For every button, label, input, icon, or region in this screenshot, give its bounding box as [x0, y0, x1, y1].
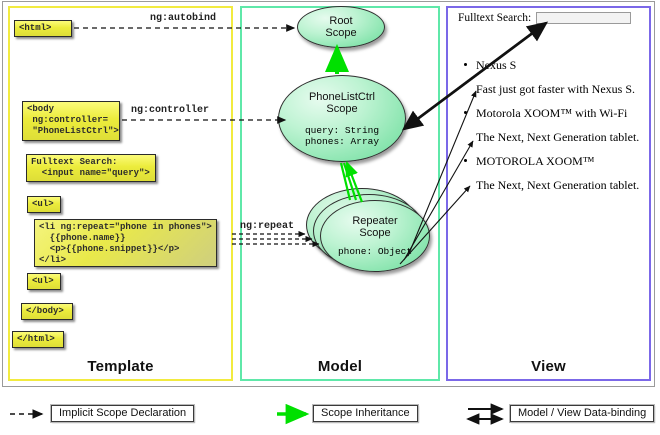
scope-repeater-title-1: Repeater: [352, 215, 398, 227]
panel-view-caption: View: [531, 358, 566, 375]
legend-label-scope-inheritance: Scope Inheritance: [312, 404, 419, 423]
code-box-html-close: </html>: [12, 331, 64, 348]
view-item-name: MOTOROLA XOOM™: [476, 154, 595, 168]
scope-repeater-title-2: Scope: [359, 227, 391, 239]
panel-template-caption: Template: [87, 358, 154, 375]
code-box-fulltext-search: Fulltext Search: <input name="query">: [26, 154, 156, 182]
scope-phonelistctrl-prop-phones: phones: Array: [304, 135, 380, 147]
scope-root-title-2: Scope: [325, 27, 357, 39]
bullet-icon: [464, 63, 467, 66]
code-box-ul-open: <ul>: [27, 196, 61, 213]
view-item-snippet: The Next, Next Generation tablet.: [476, 178, 640, 192]
code-box-body-close: </body>: [21, 303, 73, 320]
scope-root: Root Scope: [297, 6, 385, 48]
legend-label-model-view-data-binding: Model / View Data-binding: [508, 404, 656, 423]
view-search-input[interactable]: [536, 12, 632, 24]
list-item: Motorola XOOM™ with Wi-Fi: [452, 106, 648, 121]
scope-phonelistctrl-prop-query: query: String: [304, 124, 380, 136]
scope-repeater: Repeater Scope phone: Object: [320, 200, 430, 272]
panel-view: View: [446, 6, 651, 381]
edge-label-ng-controller: ng:controller: [131, 105, 210, 116]
legend-item-model-view-data-binding: Model / View Data-binding: [508, 404, 656, 423]
scope-phonelistctrl-title-2: Scope: [326, 102, 358, 115]
bullet-icon: [464, 159, 467, 162]
legend-item-scope-inheritance: Scope Inheritance: [312, 404, 419, 423]
edge-label-ng-autobind: ng:autobind: [150, 13, 217, 24]
view-search-row: Fulltext Search:: [452, 12, 648, 24]
code-box-html-open: <html>: [14, 20, 72, 37]
view-item-snippet: The Next, Next Generation tablet.: [476, 130, 640, 144]
bullet-icon: [464, 111, 467, 114]
edge-label-ng-repeat: ng:repeat: [240, 221, 295, 232]
view-rendered-output: Fulltext Search: Nexus S Fast just got f…: [452, 12, 648, 193]
code-box-li-repeat: <li ng:repeat="phone in phones"> {{phone…: [34, 219, 217, 267]
scope-repeater-prop-phone: phone: Object: [337, 246, 413, 257]
scope-root-title-1: Root: [329, 15, 353, 27]
legend-label-implicit-scope-declaration: Implicit Scope Declaration: [49, 404, 196, 423]
list-item: MOTOROLA XOOM™: [452, 154, 648, 169]
view-phone-list: Nexus S Fast just got faster with Nexus …: [452, 58, 648, 193]
view-item-name: Nexus S: [476, 58, 517, 72]
list-item: Nexus S: [452, 58, 648, 73]
code-box-body-controller: <body ng:controller= "PhoneListCtrl">: [22, 101, 120, 141]
view-search-label: Fulltext Search:: [458, 12, 532, 24]
legend: Implicit Scope Declaration Scope Inherit…: [0, 396, 660, 435]
scope-phonelistctrl-title-1: PhoneListCtrl: [308, 90, 376, 103]
legend-item-implicit-scope-declaration: Implicit Scope Declaration: [49, 404, 196, 423]
view-item-snippet: Fast just got faster with Nexus S.: [476, 82, 635, 96]
panel-template: Template: [8, 6, 233, 381]
view-item-name: Motorola XOOM™ with Wi-Fi: [476, 106, 628, 120]
panel-model-caption: Model: [317, 358, 363, 375]
code-box-ul-close: <ul>: [27, 273, 61, 290]
scope-phonelistctrl: PhoneListCtrl Scope query: String phones…: [278, 75, 406, 162]
